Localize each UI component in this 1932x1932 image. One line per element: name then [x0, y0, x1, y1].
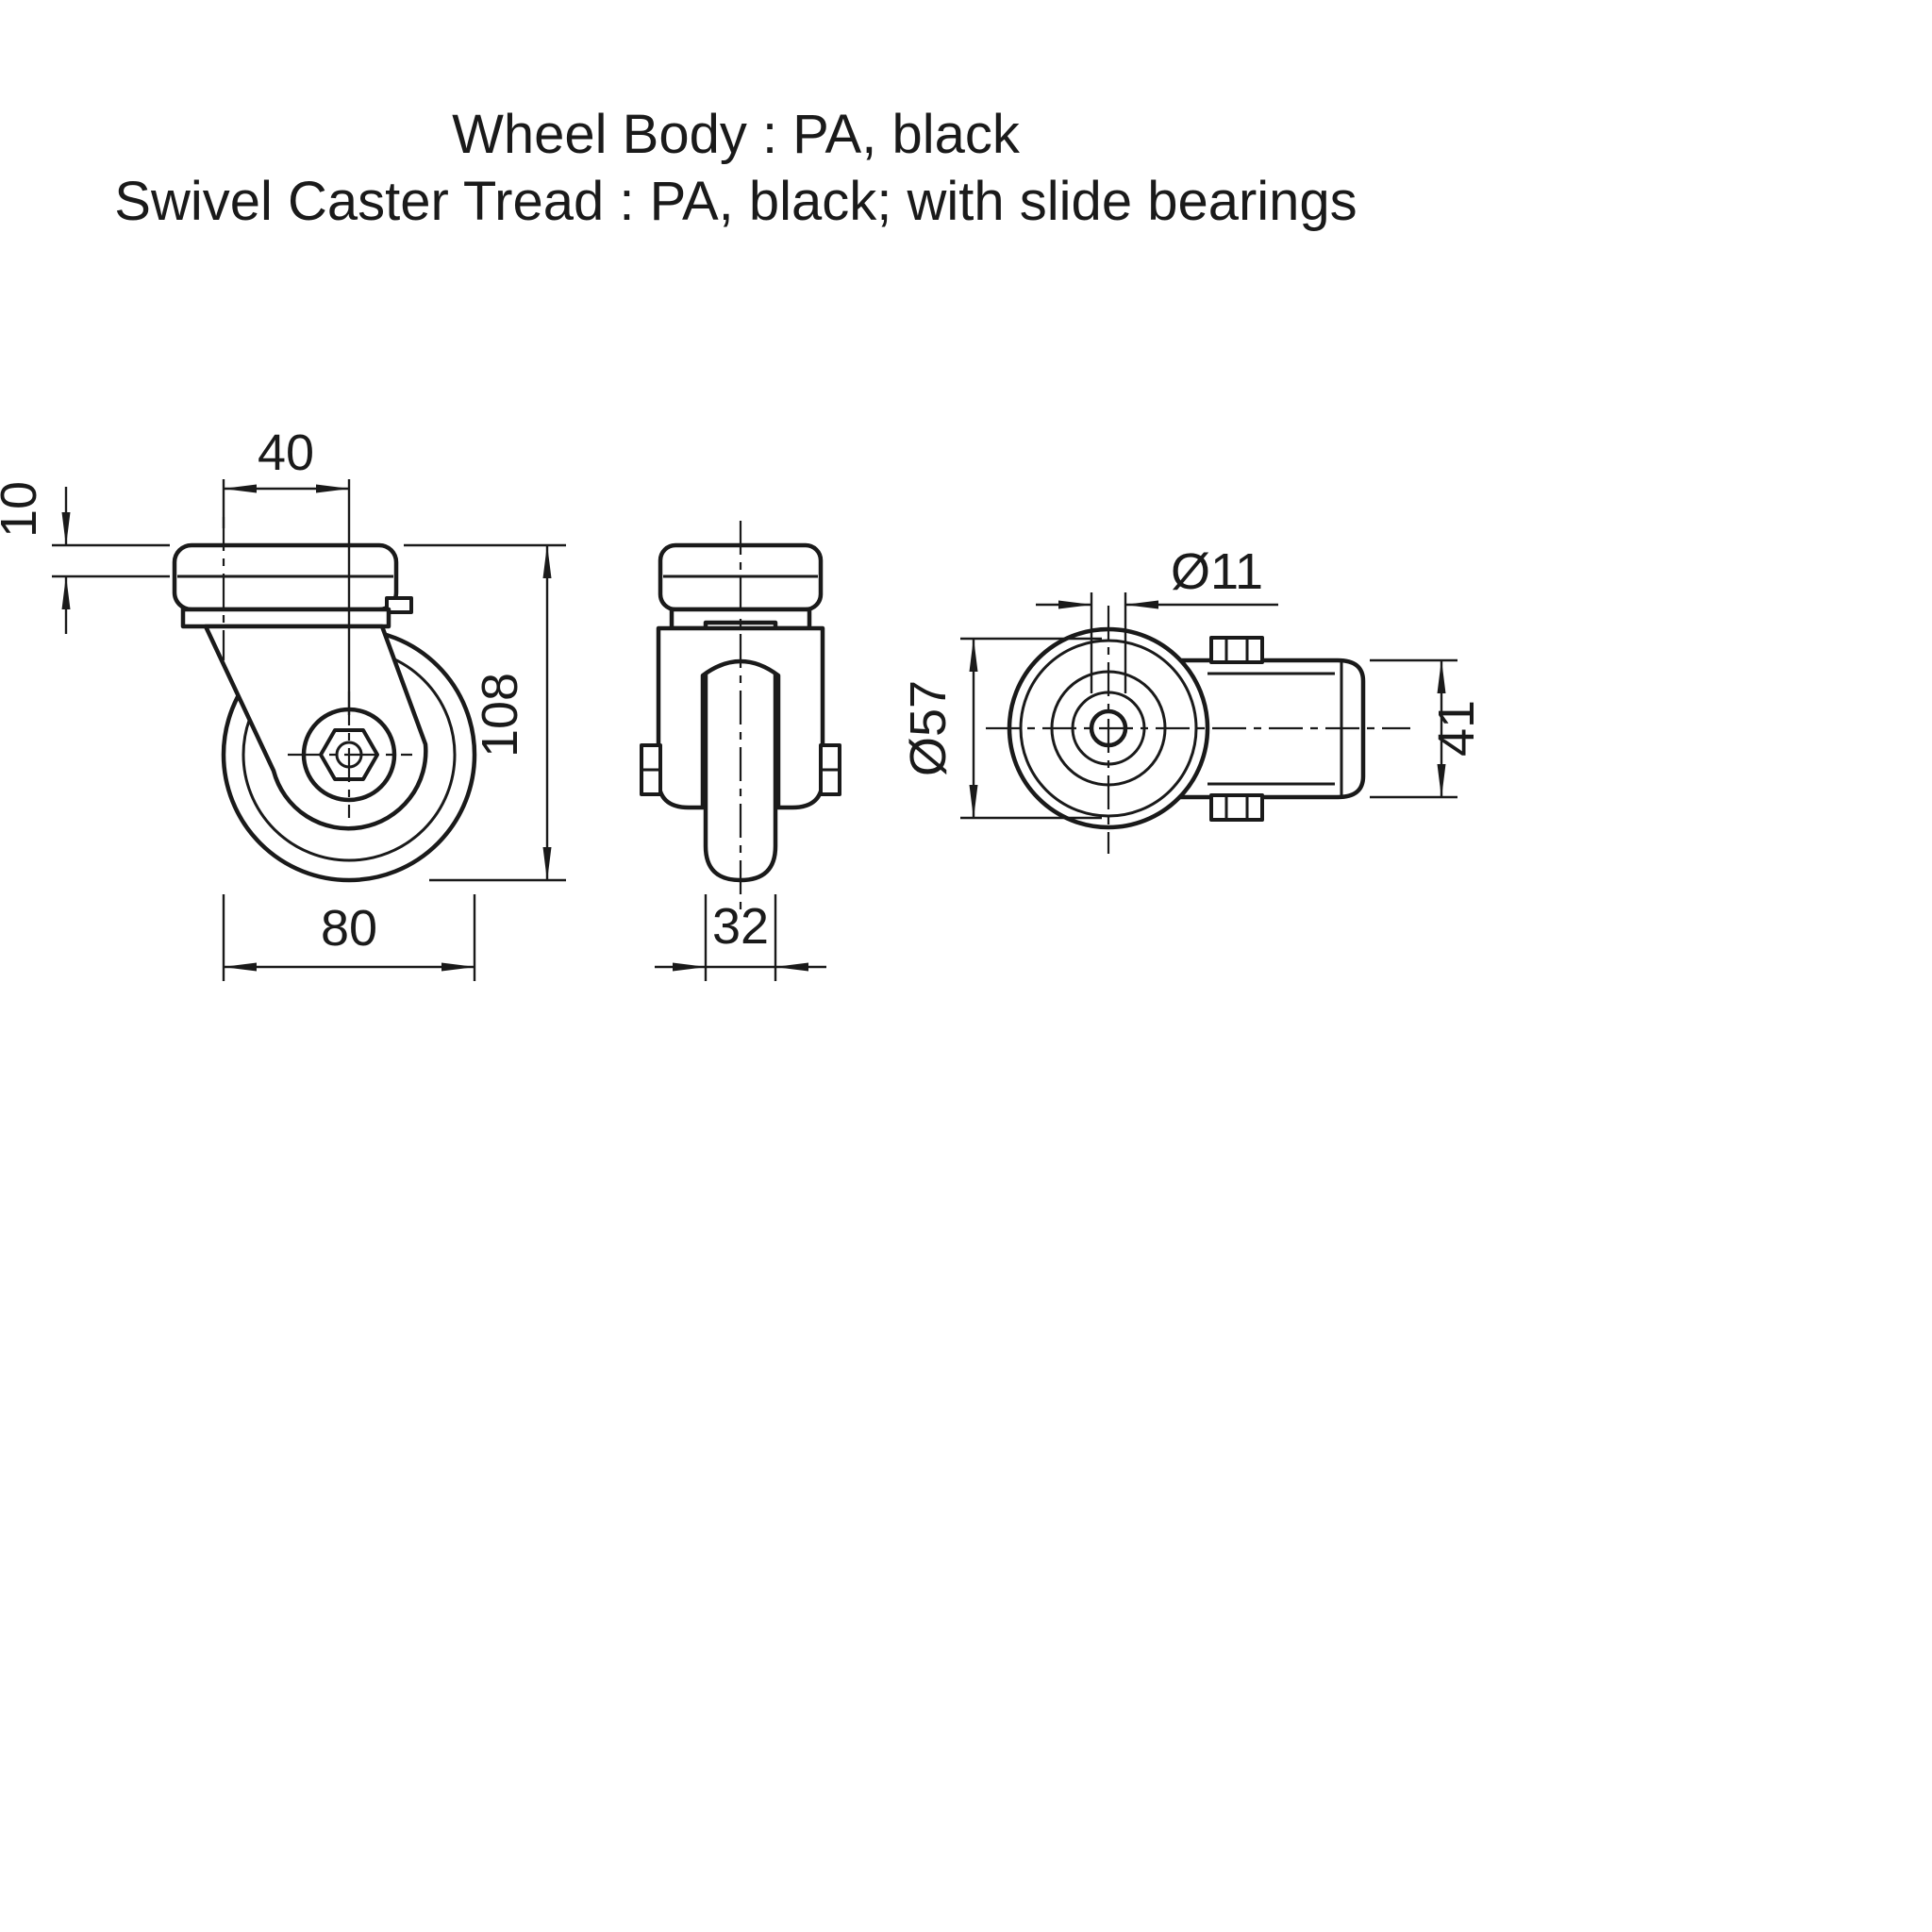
- side-view: 40 10 108: [0, 425, 566, 981]
- title-line-2: Swivel Caster Tread : PA, black; with sl…: [114, 170, 1357, 232]
- dim-wheel-width: 32: [655, 894, 826, 981]
- top-fork: [1167, 658, 1366, 800]
- front-view: 32: [640, 521, 841, 981]
- dim-housing-diameter-label: Ø57: [900, 680, 957, 776]
- dim-wheel-diameter: 80: [222, 894, 476, 981]
- dim-bolt-hole: Ø11: [1036, 543, 1278, 693]
- dim-wheel-diameter-label: 80: [321, 900, 377, 957]
- dim-plate-thickness: 10: [0, 481, 170, 634]
- front-fork: [656, 625, 825, 810]
- title-line-1: Wheel Body : PA, black: [452, 104, 1020, 165]
- swivel-lock-tab: [385, 596, 413, 614]
- dim-fork-width: 41: [1370, 658, 1485, 799]
- dim-swivel-offset-label: 40: [258, 425, 314, 481]
- axle-nut-bottom: [1209, 793, 1264, 822]
- swivel-bearing-band: [180, 607, 391, 629]
- dim-fork-width-label: 41: [1428, 700, 1485, 757]
- drawing-title: Wheel Body : PA, black Swivel Caster Tre…: [0, 102, 1472, 236]
- dim-bolt-hole-label: Ø11: [1171, 543, 1263, 600]
- top-view: Ø11 Ø57 41: [900, 543, 1485, 854]
- dim-plate-thickness-label: 10: [0, 481, 47, 538]
- axle-nut-top: [1209, 636, 1264, 664]
- dim-housing-diameter: Ø57: [900, 637, 1102, 820]
- dim-wheel-width-label: 32: [712, 898, 769, 955]
- top-housing-circle: [1019, 639, 1198, 818]
- dim-overall-height-label: 108: [472, 673, 528, 758]
- dim-swivel-offset: 40: [222, 425, 351, 715]
- dim-overall-height: 108: [404, 543, 566, 882]
